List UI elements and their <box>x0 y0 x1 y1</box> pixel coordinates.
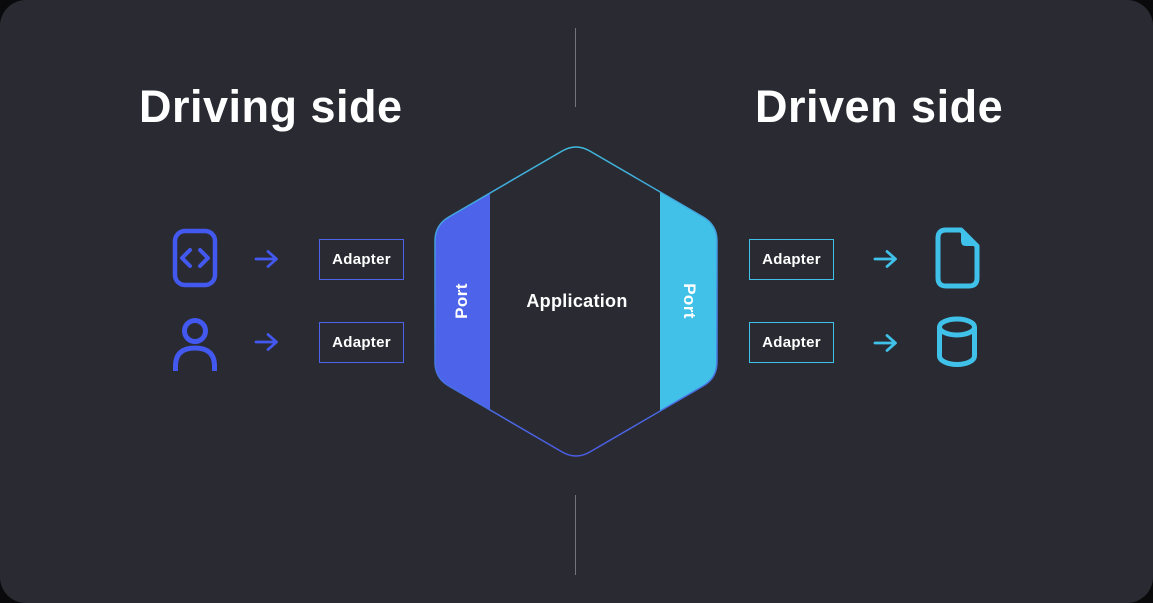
user-icon <box>173 318 217 371</box>
adapter-box-driven-2: Adapter <box>749 322 834 363</box>
adapter-box-driving-1: Adapter <box>319 239 404 280</box>
database-icon <box>937 316 977 367</box>
arrow-right-icon <box>873 334 897 352</box>
port-right-label: Port <box>680 283 699 319</box>
arrow-right-icon <box>873 250 897 268</box>
code-device-icon <box>172 228 218 288</box>
divider-line-bottom <box>575 495 576 575</box>
divider-line-top <box>575 28 576 107</box>
document-fold <box>961 230 977 246</box>
port-left-label: Port <box>452 283 471 319</box>
hexagon-application-shape <box>434 146 718 457</box>
document-icon <box>935 227 980 289</box>
arrow-right-icon <box>254 333 278 351</box>
hexagon-outline <box>434 146 718 457</box>
adapter-box-driving-2: Adapter <box>319 322 404 363</box>
adapter-box-driven-1: Adapter <box>749 239 834 280</box>
application-label: Application <box>526 290 628 311</box>
driven-side-title: Driven side <box>755 81 1004 132</box>
arrow-right-icon <box>254 250 278 268</box>
driving-side-title: Driving side <box>139 81 403 132</box>
